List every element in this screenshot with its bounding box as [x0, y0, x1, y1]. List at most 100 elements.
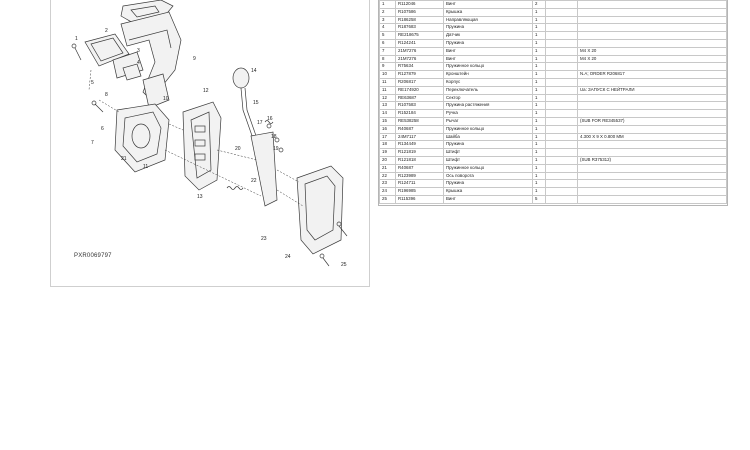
cell-part-number: RE174920 [395, 85, 444, 95]
cell-description: Пружина [443, 23, 533, 33]
cell-blank [545, 93, 578, 103]
cell-quantity: 1 [532, 187, 546, 196]
cell-remark [577, 148, 727, 157]
cell-part-number: R112046 [395, 0, 444, 9]
cell-part-number: R196985 [395, 187, 444, 196]
cell-blank [545, 163, 578, 173]
cell-blank [545, 46, 578, 56]
cell-part-number: R206817 [395, 77, 444, 87]
cell-part-number: R107586 [395, 7, 444, 17]
cell-description: Крышка [443, 187, 533, 196]
cell-part-number: R152184 [395, 109, 444, 118]
cell-remark: (SUB FOR RE345537) [577, 116, 727, 126]
cell-description: Крышка [443, 7, 533, 17]
cell-item-no: 1 [379, 0, 396, 9]
bracket-part [142, 73, 170, 109]
cell-blank [545, 116, 578, 126]
cell-description: Пружинное кольцо [443, 124, 533, 134]
figure-id-label: PXR0069797 [74, 253, 112, 259]
cell-quantity: 1 [532, 140, 546, 150]
cell-blank [545, 31, 578, 40]
cell-part-number: R107583 [395, 101, 444, 111]
cell-part-number: RE218675 [395, 31, 444, 40]
callout-10: 10 [163, 96, 169, 102]
cell-item-no: 21 [379, 163, 396, 173]
lever-body [250, 131, 278, 207]
cell-item-no: 7 [379, 46, 396, 56]
cell-part-number: RE538258 [395, 116, 444, 126]
cell-quantity: 5 [532, 194, 546, 204]
cell-part-number: R40687 [395, 163, 444, 173]
cell-remark [577, 77, 727, 87]
cell-remark [577, 179, 727, 189]
cell-quantity: 1 [532, 155, 546, 165]
cell-part-number: R121819 [395, 148, 444, 157]
cell-quantity: 1 [532, 54, 546, 64]
cell-description: Пружинное кольцо [443, 62, 533, 72]
cell-remark [577, 15, 727, 25]
cell-quantity: 1 [532, 179, 546, 189]
callout-3: 3 [137, 48, 140, 54]
cell-part-number: 24M7117 [395, 132, 444, 142]
callout-22: 22 [251, 178, 257, 184]
callout-2: 2 [105, 28, 108, 34]
cell-blank [545, 23, 578, 33]
cell-remark [577, 7, 727, 17]
cell-item-no: 24 [379, 187, 396, 196]
cell-part-number: R121818 [395, 155, 444, 165]
cell-description: Направляющая [443, 15, 533, 25]
cell-quantity: 1 [532, 38, 546, 48]
callout-18: 18 [271, 134, 277, 140]
cell-description: Пружина [443, 179, 533, 189]
cell-remark: Ua: ЗАПУСК С НЕЙТРАЛИ [577, 85, 727, 95]
cell-description: Ось поворота [443, 171, 533, 181]
cell-remark [577, 109, 727, 118]
cell-blank [545, 15, 578, 25]
cell-remark [577, 140, 727, 150]
cell-part-number: R123989 [395, 171, 444, 181]
cell-item-no: 20 [379, 155, 396, 165]
cell-quantity: 1 [532, 171, 546, 181]
cell-item-no: 11 [379, 85, 396, 95]
cell-description: Винт [443, 194, 533, 204]
cell-remark [577, 62, 727, 72]
cell-remark: 4.300 X 9 X 0.800 MM [577, 132, 727, 142]
cell-blank [545, 70, 578, 79]
cell-part-number: RE63687 [395, 93, 444, 103]
cell-blank [545, 124, 578, 134]
cell-remark [577, 124, 727, 134]
callout-20: 20 [235, 146, 241, 152]
cell-item-no: 2 [379, 7, 396, 17]
cell-blank [545, 85, 578, 95]
callout-7: 7 [91, 140, 94, 146]
cell-item-no: 14 [379, 109, 396, 118]
cell-description: Кронштейн [443, 70, 533, 79]
cell-item-no: 3 [379, 15, 396, 25]
cell-remark [577, 163, 727, 173]
cell-blank [545, 7, 578, 17]
callout-9: 9 [193, 56, 196, 62]
cell-quantity: 1 [532, 77, 546, 87]
cell-description: Ручка [443, 109, 533, 118]
cell-remark: M4 X 20 [577, 46, 727, 56]
cell-quantity: 1 [532, 23, 546, 33]
cell-remark [577, 171, 727, 181]
cell-part-number: R115396 [395, 194, 444, 204]
cell-item-no: 10 [379, 70, 396, 79]
cell-part-number: R124711 [395, 179, 444, 189]
cell-blank [545, 77, 578, 87]
right-cover [296, 165, 344, 255]
